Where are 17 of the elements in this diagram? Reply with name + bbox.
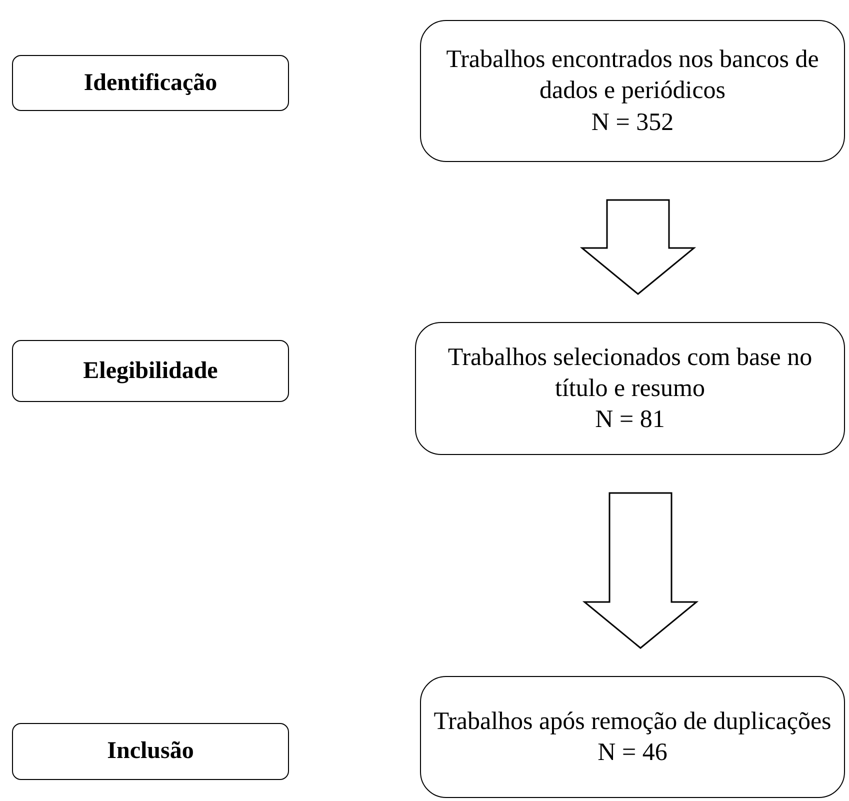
process-box xyxy=(420,20,845,162)
box-text: Trabalhos após remoção de duplicações xyxy=(434,706,832,737)
block-arrow xyxy=(582,492,699,649)
box-text: Identificação xyxy=(84,70,218,96)
box-text: Elegibilidade xyxy=(83,358,218,384)
process-box xyxy=(420,676,845,798)
process-box xyxy=(415,322,845,455)
stage-label-box xyxy=(12,340,289,402)
count-text: N = 352 xyxy=(591,108,674,138)
box-text: Trabalhos selecionados com base no título e resumo xyxy=(446,342,814,404)
box-text: Inclusão xyxy=(107,738,194,765)
stage-label-box xyxy=(12,723,289,780)
count-text: N = 46 xyxy=(598,738,668,768)
stage-label-box xyxy=(12,55,289,111)
box-text: Trabalhos encontrados nos bancos de dados e periódicos xyxy=(445,45,820,106)
count-text: N = 81 xyxy=(595,405,665,436)
block-arrow xyxy=(580,199,696,295)
